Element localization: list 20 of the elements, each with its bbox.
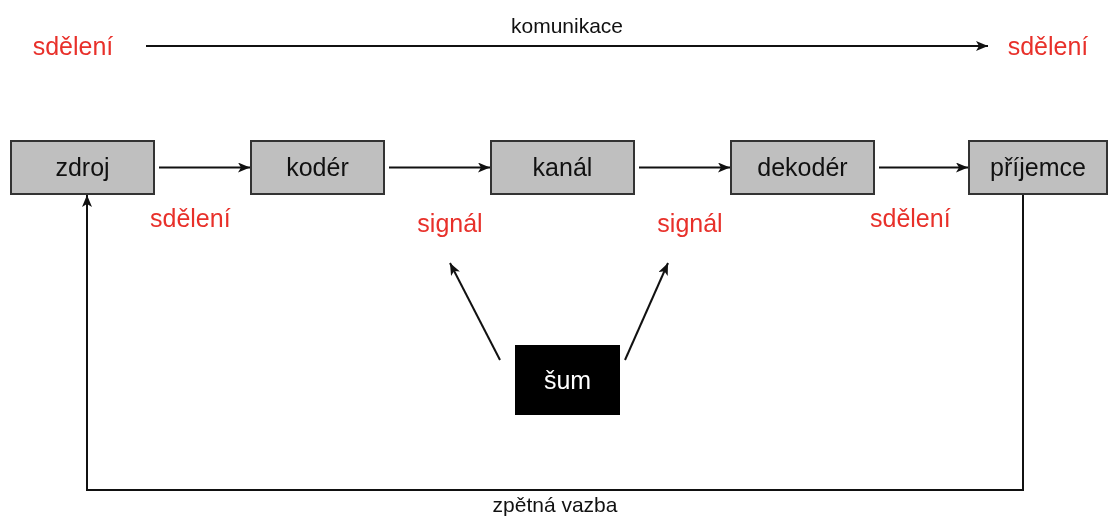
process-box: zdroj (10, 140, 155, 195)
noise-box: šum (515, 345, 620, 415)
signal-label: sdělení (870, 204, 951, 233)
process-box: dekodér (730, 140, 875, 195)
node-label: signál (398, 205, 502, 241)
arrow (878, 162, 969, 173)
arrow (145, 41, 989, 51)
signal-label: sdělení (150, 204, 231, 233)
process-box: příjemce (968, 140, 1108, 195)
arrow (82, 194, 1024, 491)
process-box: kanál (490, 140, 635, 195)
arrow (638, 162, 731, 173)
arrow (449, 262, 501, 361)
arrow (388, 162, 491, 173)
arrow (624, 262, 669, 361)
node-label: signál (638, 205, 742, 241)
arrow (158, 162, 251, 173)
node-label: sdělení (4, 28, 142, 64)
process-box: kodér (250, 140, 385, 195)
node-label: sdělení (988, 28, 1108, 64)
